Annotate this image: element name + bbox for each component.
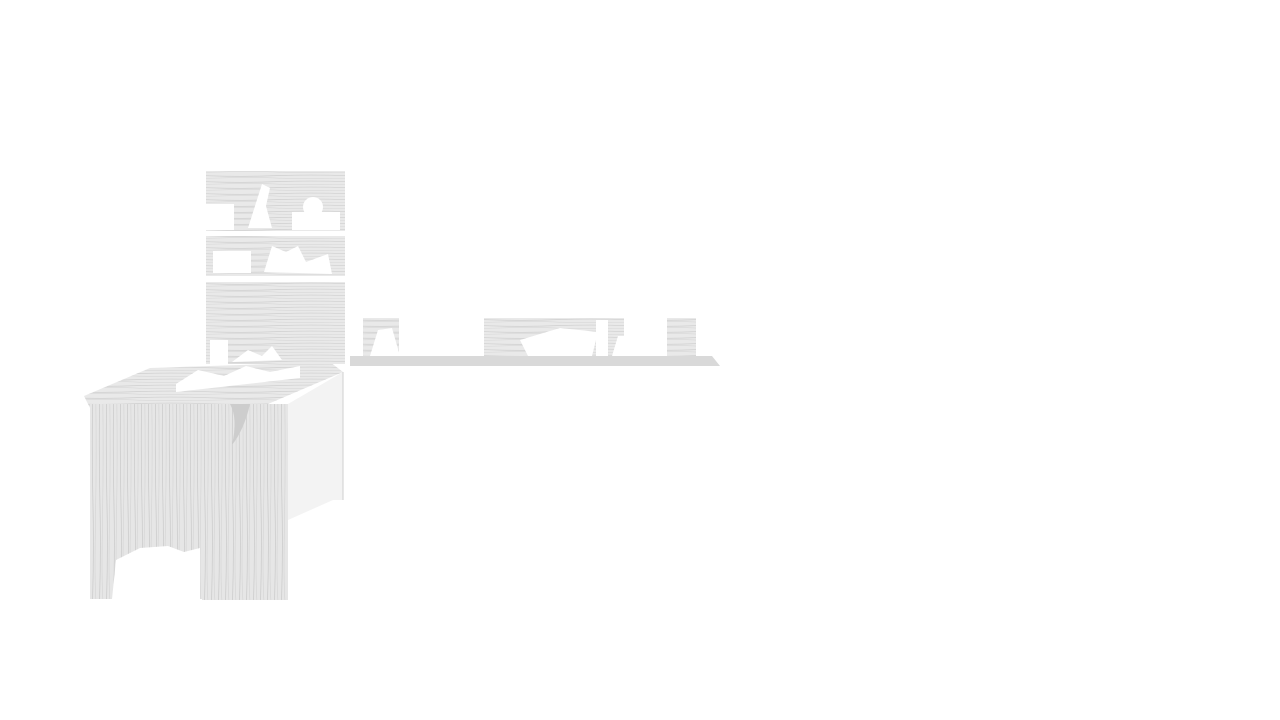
counter-objects <box>370 320 646 356</box>
island-side <box>288 372 343 520</box>
shelving-unit <box>206 171 345 364</box>
stool-silhouette <box>112 546 200 599</box>
island-knot <box>230 404 250 445</box>
shelf-objects <box>206 184 340 364</box>
island-top-objects <box>176 366 300 392</box>
back-counter <box>350 318 720 366</box>
backsplash-segment-right <box>667 318 696 358</box>
countertop-back <box>350 356 720 366</box>
kitchen-island <box>84 362 344 600</box>
island-front-right <box>202 404 288 600</box>
shelf-back-panel <box>206 282 345 364</box>
